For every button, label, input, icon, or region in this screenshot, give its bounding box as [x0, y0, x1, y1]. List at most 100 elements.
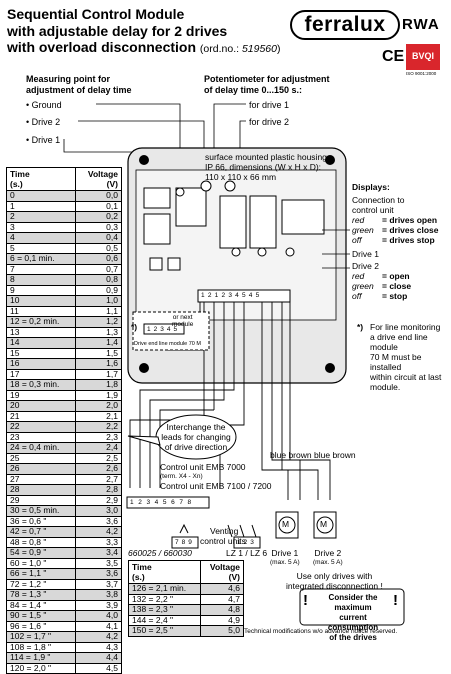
cell-voltage: 4,4: [75, 652, 122, 664]
cell-voltage: 3,6: [75, 568, 122, 580]
table-row: 36 = 0,6 "3,6: [5, 515, 122, 527]
pot-drive2: for drive 2: [249, 117, 290, 127]
table-row: 126 = 2,1 min.4,6: [128, 583, 245, 595]
cell-voltage: 3,9: [75, 599, 122, 611]
table-row: 30 = 0,5 min.3,0: [5, 505, 122, 517]
cell-time: 14: [5, 337, 77, 349]
cell-voltage: 2,0: [75, 400, 122, 412]
cell-voltage: 2,1: [75, 410, 122, 422]
cell-voltage: 4,0: [75, 610, 122, 622]
cell-voltage: 1,6: [75, 358, 122, 370]
measure-drive1: • Drive 1: [26, 135, 61, 145]
main-terminal-strip: 121234545: [201, 292, 263, 299]
cell-voltage: 0,4: [75, 232, 122, 244]
cell-voltage: 0,9: [75, 284, 122, 296]
control-terminals: (term. X4 - Xn): [160, 473, 203, 480]
model-660: 660025 / 660030: [128, 548, 192, 558]
cell-time: 0: [5, 190, 77, 202]
cell-voltage: 0,5: [75, 242, 122, 254]
order-number: (ord.no.: 519560): [199, 43, 281, 55]
cell-time: 114 = 1,9 ": [5, 652, 77, 664]
cell-voltage: 5,0: [199, 625, 245, 637]
cell-voltage: 0,6: [75, 253, 122, 265]
cell-voltage: 3,7: [75, 578, 122, 590]
wiring-diagram: [63, 103, 405, 626]
table-row: 6 = 0,1 min.0,6: [5, 253, 122, 265]
cell-voltage: 2,9: [75, 494, 122, 506]
table-row: 90 = 1,5 "4,0: [5, 610, 122, 622]
strip-emb: 12345678: [130, 499, 196, 506]
table-row: 108 = 1,8 "4,3: [5, 641, 122, 653]
cell-time: 84 = 1,4 ": [5, 599, 77, 611]
cell-time: 11: [5, 305, 77, 317]
cell-time: 96 = 1,6 ": [5, 620, 77, 632]
table-row: 114 = 1,9 "4,4: [5, 652, 122, 664]
cell-time: 7: [5, 263, 77, 275]
cell-time: 4: [5, 232, 77, 244]
cell-time: 27: [5, 473, 77, 485]
measure-ground: • Ground: [26, 100, 62, 110]
brand-suffix: RWA: [402, 16, 440, 33]
wire-colors: blue brown blue brown: [270, 450, 356, 460]
cell-time: 21: [5, 410, 77, 422]
cell-voltage: 4,7: [199, 593, 245, 605]
table-row: 144 = 2,4 "4,9: [128, 614, 245, 626]
displays-panel: Displays: Connection to control unit red…: [352, 182, 439, 301]
cell-time: 66 = 1,1 ": [5, 568, 77, 580]
cell-time: 17: [5, 368, 77, 380]
title-line-2: with adjustable delay for 2 drives: [7, 22, 228, 39]
table-row: 60 = 1,0 "3,5: [5, 557, 122, 569]
cell-time: 28: [5, 484, 77, 496]
cell-voltage: 1,5: [75, 347, 122, 359]
cell-voltage: 4,1: [75, 620, 122, 632]
footer-note: Technical modifications w/o advance noti…: [244, 628, 398, 635]
cell-time: 24 = 0,4 min.: [5, 442, 77, 454]
measure-drive2: • Drive 2: [26, 117, 61, 127]
table2-time-header: Time(s.): [128, 560, 201, 584]
cell-time: 13: [5, 326, 77, 338]
cell-voltage: 1,0: [75, 295, 122, 307]
cell-time: 10: [5, 295, 77, 307]
cell-time: 9: [5, 284, 77, 296]
cell-time: 15: [5, 347, 77, 359]
module-caption: Drive end line module 70 M: [134, 341, 201, 347]
table-row: 132 = 2,2 "4,7: [128, 593, 245, 605]
ce-mark: CE: [382, 48, 405, 65]
cell-voltage: 4,9: [199, 614, 245, 626]
cell-voltage: 3,8: [75, 589, 122, 601]
cell-time: 144 = 2,4 ": [128, 614, 201, 626]
cell-voltage: 2,8: [75, 484, 122, 496]
table-row: 54 = 0,9 "3,4: [5, 547, 122, 559]
cell-time: 6 = 0,1 min.: [5, 253, 77, 265]
cell-time: 72 = 1,2 ": [5, 578, 77, 590]
cell-voltage: 4,6: [199, 583, 245, 595]
cell-time: 90 = 1,5 ": [5, 610, 77, 622]
cell-voltage: 4,3: [75, 641, 122, 653]
cell-voltage: 1,7: [75, 368, 122, 380]
cell-time: 12 = 0,2 min.: [5, 316, 77, 328]
cell-voltage: 2,2: [75, 421, 122, 433]
table-row: 18 = 0,3 min.1,8: [5, 379, 122, 391]
cell-time: 78 = 1,3 ": [5, 589, 77, 601]
table-row: 24 = 0,4 min.2,4: [5, 442, 122, 454]
